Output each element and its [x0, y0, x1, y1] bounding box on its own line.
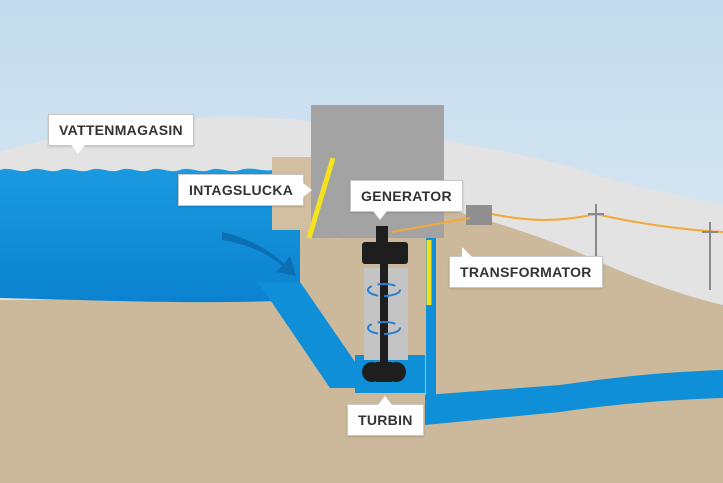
intake-gate-bar [306, 157, 336, 239]
power-line [391, 217, 471, 233]
reservoir-label: VATTENMAGASIN [48, 114, 194, 154]
tailrace-channel [425, 370, 723, 425]
flow-arrow-icon [222, 232, 296, 276]
transformer-box [466, 205, 492, 225]
turbine-icon [362, 362, 406, 382]
penstock [258, 282, 362, 388]
transformer-label: TRANSFORMATOR [449, 247, 603, 288]
rotation-ring-icon [367, 283, 401, 297]
turbine-label: TURBIN [347, 396, 424, 436]
rotation-ring-icon [367, 321, 401, 335]
power-pole-icon [702, 222, 718, 290]
turbine-shaft [380, 262, 388, 362]
intake-gate-label: INTAGSLUCKA [178, 174, 313, 206]
generator-label: GENERATOR [350, 180, 463, 220]
generator-unit-icon [362, 226, 408, 264]
draft-pipe [426, 236, 436, 396]
